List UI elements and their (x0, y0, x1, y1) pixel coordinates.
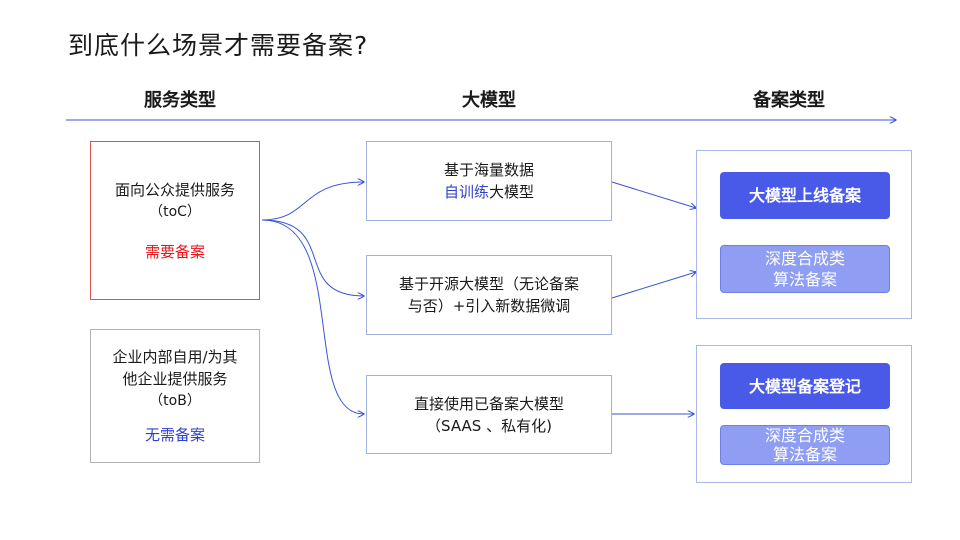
toc-line1: 面向公众提供服务 (114, 180, 235, 199)
filing-secondary-1-line2: 算法备案 (772, 270, 837, 289)
filing-group-1: 大模型上线备案 深度合成类 算法备案 (696, 150, 912, 319)
tob-line2: 他企业提供服务 (122, 370, 228, 388)
model-box-use-filed-model: 直接使用已备案大模型 （SAAS 、私有化) (366, 375, 612, 454)
m1-line2-rest: 大模型 (489, 183, 535, 201)
arrow-toc-to-m3 (261, 219, 364, 414)
model-box-self-trained: 基于海量数据 自训练大模型 (366, 141, 612, 221)
m3-line1: 直接使用已备案大模型 (413, 394, 564, 413)
m1-highlight: 自训练 (443, 183, 489, 201)
filing-secondary-1-line1: 深度合成类 (764, 249, 845, 268)
model-box-open-source-finetune: 基于开源大模型（无论备案 与否）+引入新数据微调 (366, 255, 612, 335)
m2-line2: 与否）+引入新数据微调 (407, 297, 571, 315)
m3-line2: （SAAS 、私有化) (426, 416, 552, 435)
page-title: 到底什么场景才需要备案? (68, 31, 369, 60)
arrow-m2-to-group1 (611, 272, 696, 299)
filing-secondary-2-line1: 深度合成类 (764, 426, 845, 445)
filing-primary-registration: 大模型备案登记 (720, 363, 890, 409)
tob-status-not-required: 无需备案 (144, 426, 205, 444)
arrow-m1-to-group1 (611, 181, 696, 208)
tob-line3: （toB） (149, 393, 201, 409)
arrow-toc-to-m2 (261, 219, 364, 296)
toc-status-required: 需要备案 (144, 242, 205, 261)
column-header-model: 大模型 (462, 90, 516, 111)
m2-line1: 基于开源大模型（无论备案 (398, 275, 579, 293)
m1-line1: 基于海量数据 (443, 161, 534, 179)
arrow-toc-to-m1 (261, 182, 364, 221)
service-box-tob: 企业内部自用/为其 他企业提供服务 （toB） 无需备案 (90, 329, 260, 463)
filing-secondary-deep-synthesis-1: 深度合成类 算法备案 (720, 245, 890, 293)
toc-line2: （toC） (149, 203, 201, 220)
filing-secondary-2-line2: 算法备案 (772, 445, 837, 464)
filing-primary-online: 大模型上线备案 (720, 172, 890, 219)
tob-line1: 企业内部自用/为其 (112, 348, 238, 366)
column-header-service-type: 服务类型 (144, 90, 216, 111)
filing-group-2: 大模型备案登记 深度合成类 算法备案 (696, 345, 912, 483)
m1-line2: 自训练大模型 (444, 181, 534, 203)
filing-secondary-deep-synthesis-2: 深度合成类 算法备案 (720, 425, 890, 465)
service-box-toc: 面向公众提供服务 （toC） 需要备案 (90, 141, 260, 300)
column-header-filing-type: 备案类型 (753, 90, 825, 111)
